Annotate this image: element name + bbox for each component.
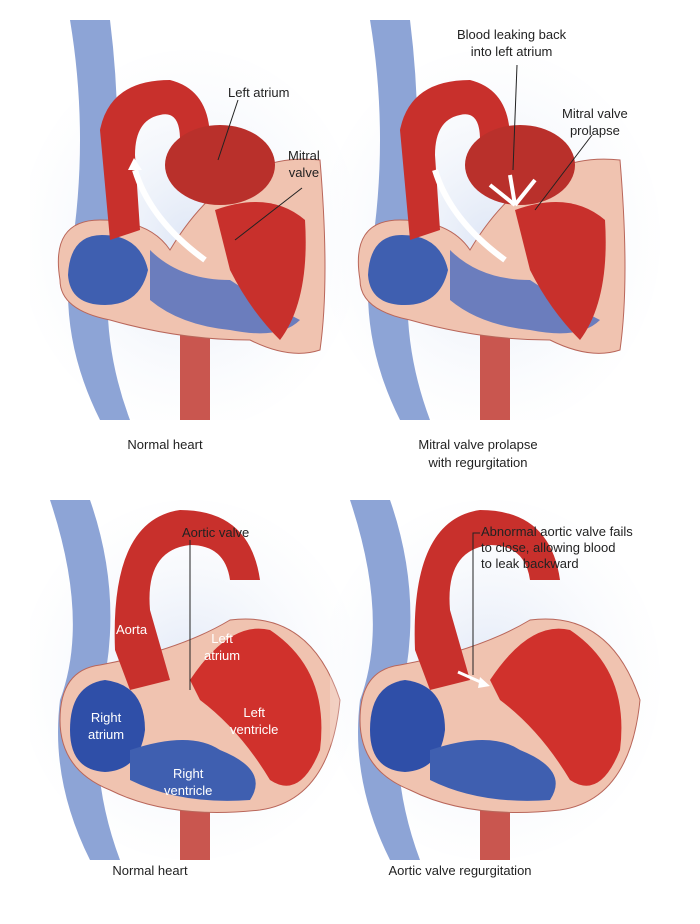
left-atrium-chamber bbox=[165, 125, 275, 205]
aorta-arch bbox=[414, 510, 560, 690]
label-line: ventricle bbox=[230, 722, 279, 737]
caption-mitral-valve-prolapse: Mitral valve prolapse with regurgitation bbox=[398, 436, 558, 472]
left-ventricle-chamber bbox=[515, 202, 606, 340]
label-line: Right bbox=[173, 766, 204, 781]
label-line: prolapse bbox=[569, 123, 620, 138]
left-ventricle-chamber bbox=[190, 628, 322, 786]
right-atrium-chamber bbox=[368, 235, 448, 305]
right-atrium-chamber bbox=[68, 235, 148, 305]
heart-illustration bbox=[330, 500, 660, 860]
label-aorta: Aorta bbox=[116, 622, 148, 637]
caption-aortic-valve-regurgitation: Aortic valve regurgitation bbox=[388, 863, 532, 878]
label-aortic-valve: Aortic valve bbox=[182, 525, 250, 540]
left-atrium-chamber bbox=[465, 125, 575, 205]
label-right-ventricle: Right ventricle bbox=[164, 765, 212, 799]
pointer-line bbox=[472, 532, 480, 675]
label-line: Mitral valve bbox=[562, 106, 628, 121]
pointer-line bbox=[534, 134, 593, 211]
pointer-line bbox=[217, 99, 239, 161]
label-line: ventricle bbox=[164, 783, 213, 798]
aorta-arch bbox=[100, 80, 210, 240]
blood-flow-arrow bbox=[432, 169, 507, 263]
heart-illustration bbox=[30, 20, 350, 420]
left-ventricle-chamber bbox=[215, 202, 306, 340]
label-line: into left atrium bbox=[470, 44, 553, 59]
panel-mitral-valve-prolapse: Blood leaking back into left atrium Mitr… bbox=[330, 20, 690, 420]
label-mitral-valve: Mitral valve bbox=[288, 147, 320, 181]
label-line: atrium bbox=[204, 648, 241, 663]
label-line: Mitral bbox=[288, 148, 320, 163]
heart-illustration bbox=[330, 20, 660, 420]
pointer-line bbox=[234, 187, 303, 241]
label-line: Left bbox=[211, 631, 233, 646]
label-line: valve bbox=[288, 165, 320, 180]
label-line: Left bbox=[243, 705, 266, 720]
label-left-atrium: Left atrium bbox=[228, 85, 290, 100]
aorta-arch bbox=[114, 510, 261, 690]
label-line: Right bbox=[90, 710, 122, 725]
label-line: to leak backward bbox=[481, 556, 579, 571]
regurgitation-arrows bbox=[488, 174, 537, 207]
heart-illustration bbox=[30, 500, 350, 860]
caption-normal-heart-bottom: Normal heart bbox=[112, 863, 188, 878]
right-atrium-chamber bbox=[70, 680, 145, 772]
caption-line: Mitral valve prolapse bbox=[418, 437, 538, 452]
label-mitral-valve-prolapse: Mitral valve prolapse bbox=[562, 105, 628, 139]
right-ventricle-chamber bbox=[430, 740, 556, 801]
blood-flow-arrow bbox=[132, 169, 207, 263]
label-left-atrium: Left atrium bbox=[204, 630, 240, 664]
label-line: to close, allowing blood bbox=[481, 540, 616, 555]
label-right-atrium: Right atrium bbox=[88, 709, 124, 743]
label-line: Blood leaking back bbox=[457, 27, 567, 42]
caption-normal-heart-top: Normal heart bbox=[127, 437, 203, 452]
label-line: atrium bbox=[88, 727, 125, 742]
arrowhead bbox=[478, 677, 490, 688]
label-abnormal-aortic-valve: Abnormal aortic valve fails to close, al… bbox=[481, 524, 633, 572]
right-atrium-chamber bbox=[370, 680, 445, 772]
arrowhead bbox=[128, 158, 142, 170]
label-line: Abnormal aortic valve fails bbox=[481, 524, 633, 539]
aorta-arch bbox=[400, 80, 510, 240]
panel-normal-heart-aortic: Aortic valve Aorta Left atrium Right atr… bbox=[30, 500, 350, 860]
label-left-ventricle: Left ventricle bbox=[230, 704, 278, 738]
panel-aortic-valve-regurgitation: Abnormal aortic valve fails to close, al… bbox=[330, 500, 690, 860]
caption-line: with regurgitation bbox=[428, 455, 528, 470]
right-ventricle-chamber bbox=[130, 740, 256, 801]
left-ventricle-chamber bbox=[490, 628, 622, 786]
label-blood-leaking: Blood leaking back into left atrium bbox=[457, 26, 566, 60]
panel-normal-heart-mitral: Left atrium Mitral valve bbox=[30, 20, 350, 420]
pointer-line bbox=[512, 64, 518, 171]
